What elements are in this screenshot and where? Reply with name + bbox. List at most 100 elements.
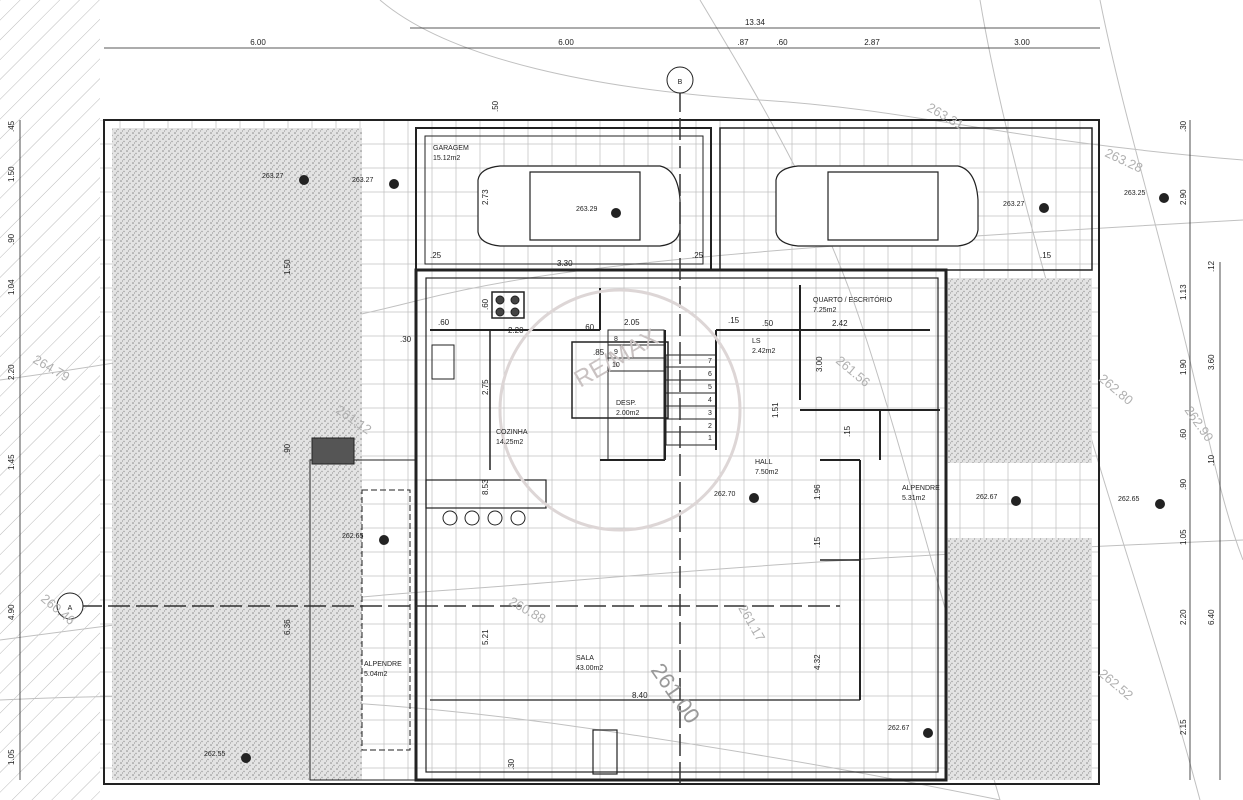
dim-inner-14: .85 [593, 348, 605, 357]
dim-inner-21: 5.21 [481, 629, 490, 645]
dim-left-0: .45 [7, 120, 16, 132]
room-area-ls: 2.42m2 [752, 348, 775, 355]
dim-inner-16: .25 [430, 251, 442, 260]
dim-right-9: 2.20 [1179, 609, 1188, 625]
dim-top-seg-3: 2.87 [864, 38, 880, 47]
dim-left-6: 4.90 [7, 604, 16, 620]
dim-left-4: 2.20 [7, 364, 16, 380]
stair-num-2: 3 [708, 410, 712, 417]
dim-inner-15: 1.50 [283, 259, 292, 275]
stair-num-1: 2 [708, 423, 712, 430]
dim-right-1: 2.90 [1179, 189, 1188, 205]
dim-inner-0: .50 [491, 100, 500, 112]
elevation-6: 262.67 [976, 494, 998, 501]
dim-inner-24: 6.36 [283, 619, 292, 635]
stair-num-9: 10 [612, 362, 620, 369]
stair-num-8: 9 [614, 349, 618, 356]
section-marker-a-label: A [68, 605, 73, 612]
elevation-markers [241, 175, 1169, 763]
stair-num-6: 7 [708, 358, 712, 365]
boundary-hatch [0, 0, 100, 800]
room-area-alpendre-right: 5.31m2 [902, 495, 925, 502]
dim-inner-18: 2.73 [481, 189, 490, 205]
dim-inner-20: .15 [1040, 251, 1052, 260]
dim-inner-26: .30 [507, 758, 516, 770]
dim-inner-13: .15 [843, 425, 852, 437]
dim-right-3: 1.13 [1179, 284, 1188, 300]
dim-inner-19: 3.30 [557, 259, 573, 268]
room-name-alpendre-left: ALPENDRE [364, 661, 402, 668]
stair-num-5: 6 [708, 371, 712, 378]
stair-num-3: 4 [708, 397, 712, 404]
dim-left-1: 1.50 [7, 166, 16, 182]
dim-right-12: 6.40 [1207, 609, 1216, 625]
dim-inner-28: .15 [813, 536, 822, 548]
elevation-2: 263.29 [576, 206, 598, 213]
dim-right-11: 3.60 [1207, 354, 1216, 370]
elevation-7: 262.65 [1118, 496, 1140, 503]
dim-right-2: .12 [1207, 260, 1216, 272]
dim-inner-27: 1.96 [813, 484, 822, 500]
top-dimensions [104, 27, 1100, 49]
dim-inner-3: .60 [583, 323, 595, 332]
dim-inner-7: 2.42 [832, 319, 848, 328]
room-name-cozinha: COZINHA [496, 429, 528, 436]
room-area-garagem: 15.12m2 [433, 155, 460, 162]
dim-right-8: 1.05 [1179, 529, 1188, 545]
dim-right-5: .60 [1179, 428, 1188, 440]
section-marker-b [666, 66, 694, 94]
dim-top-seg-0: 6.00 [558, 38, 574, 47]
elevation-10: 262.55 [204, 751, 226, 758]
dim-top-seg-1: .87 [737, 38, 749, 47]
dim-inner-8: .30 [400, 335, 412, 344]
section-marker-b-label: B [678, 79, 683, 86]
dim-inner-22: 8.40 [632, 691, 648, 700]
dim-right-10: 2.15 [1179, 719, 1188, 735]
elevation-8: 262.65 [342, 533, 364, 540]
dim-top-left: 6.00 [250, 38, 266, 47]
contour-label-4: 262.80 [1096, 371, 1136, 408]
garden-right-bottom [946, 538, 1092, 780]
dim-inner-11: 1.51 [771, 402, 780, 418]
room-name-quarto: QUARTO / ESCRITÓRIO [813, 295, 893, 304]
elevation-1: 263.27 [352, 177, 374, 184]
dim-right-7: .90 [1179, 478, 1188, 490]
car-right [775, 165, 979, 247]
room-area-quarto: 7.25m2 [813, 307, 836, 314]
elevation-5: 262.70 [714, 491, 736, 498]
dim-inner-25: .90 [283, 443, 292, 455]
dim-inner-10: .60 [481, 298, 490, 310]
room-area-hall: 7.50m2 [755, 469, 778, 476]
room-area-sala: 43.00m2 [576, 665, 603, 672]
dim-right-0: .30 [1179, 120, 1188, 132]
watermark-ring [498, 288, 742, 532]
dim-top-seg-4: 3.00 [1014, 38, 1030, 47]
dim-top-seg-2: .60 [776, 38, 788, 47]
room-area-desp: 2.00m2 [616, 410, 639, 417]
room-name-alpendre-right: ALPENDRE [902, 485, 940, 492]
car-left [477, 165, 681, 247]
dim-inner-9: 2.75 [481, 379, 490, 395]
elevation-4: 263.25 [1124, 190, 1146, 197]
elevation-9: 262.67 [888, 725, 910, 732]
dim-left-5: 1.45 [7, 454, 16, 470]
dim-inner-12: 3.00 [815, 356, 824, 372]
room-name-sala: SALA [576, 655, 594, 662]
stair-num-7: 8 [614, 336, 618, 343]
dim-inner-23: 4.32 [813, 654, 822, 670]
dim-inner-1: .60 [438, 318, 450, 327]
section-marker-a [56, 592, 84, 620]
dim-inner-29: 8.53 [481, 479, 490, 495]
garden-right-top [946, 278, 1092, 463]
dim-inner-6: .50 [762, 319, 774, 328]
room-name-desp: DESP. [616, 400, 636, 407]
lot-boundary [103, 119, 1100, 785]
dim-right-4: 1.90 [1179, 359, 1188, 375]
room-name-hall: HALL [755, 459, 773, 466]
dim-inner-4: 2.05 [624, 318, 640, 327]
elevation-0: 263.27 [262, 173, 284, 180]
stair-num-4: 5 [708, 384, 712, 391]
staircase [607, 329, 717, 461]
dim-left-7: 1.05 [7, 749, 16, 765]
